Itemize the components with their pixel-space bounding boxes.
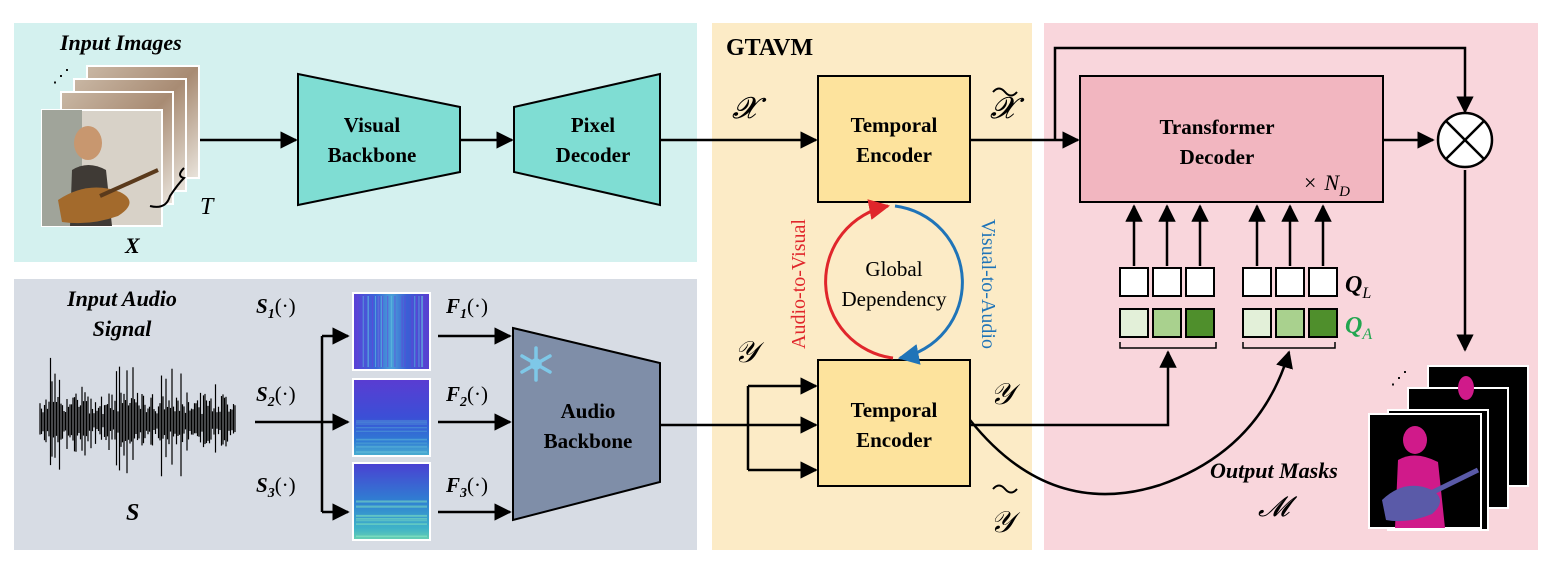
audio-title-1: Input Audio [66, 286, 177, 311]
audio-title-2: Signal [93, 316, 153, 341]
pixel-decoder-label: Pixel [571, 113, 615, 137]
query-tokens [1119, 204, 1338, 338]
s3-label: S3(·) [256, 473, 296, 501]
audio-to-visual-arc [824, 199, 894, 360]
global-dependency-label-2: Dependency [842, 287, 947, 311]
language-query-token [1242, 267, 1272, 297]
gtavm-title: GTAVM [726, 35, 813, 61]
audio-backbone-label: Audio [561, 399, 616, 423]
global-dependency-label: Global [865, 257, 922, 281]
language-query-token [1185, 267, 1215, 297]
decoder-flow-arrows [970, 46, 1474, 352]
audio-query-token [1185, 308, 1215, 338]
input-var-X: X [124, 233, 141, 258]
transformer-decoder-label-2: Decoder [1180, 145, 1255, 169]
temporal-encoder-bottom-label-2: Encoder [856, 428, 932, 452]
audio-query-token [1152, 308, 1182, 338]
svg-text:S3(·): S3(·) [256, 473, 296, 501]
visual-backbone-label: Visual [344, 113, 401, 137]
output-mask-stack [1368, 365, 1529, 531]
svg-text:F1(·): F1(·) [445, 294, 488, 322]
audio-to-visual-label: Audio-to-Visual [788, 219, 810, 349]
time-var-T: T [200, 194, 215, 220]
language-query-token [1152, 267, 1182, 297]
tilde-y [992, 484, 1018, 494]
audio-query-arrows [969, 350, 1293, 496]
svg-text:S1(·): S1(·) [256, 294, 296, 322]
f1-label: F1(·) [445, 294, 488, 322]
temporal-encoder-bottom: Temporal Encoder [817, 359, 971, 487]
svg-text:S2(·): S2(·) [256, 382, 296, 410]
transformer-decoder-label: Transformer [1159, 115, 1274, 139]
input-frame-stack [41, 65, 200, 227]
s1-label: S1(·) [256, 294, 296, 322]
visual-backbone-label-2: Backbone [328, 143, 417, 167]
mask-dots: ⋰ [1390, 368, 1408, 388]
audio-query-token [1275, 308, 1305, 338]
audio-query-token [1119, 308, 1149, 338]
audio-backbone-block: Audio Backbone [512, 326, 661, 522]
query-braces [1119, 342, 1336, 349]
svg-text:F2(·): F2(·) [445, 382, 488, 410]
q-l-label: QL [1345, 272, 1371, 302]
frames-dots: ⋰ [52, 66, 70, 86]
visual-to-audio-label: Visual-to-Audio [977, 219, 999, 349]
audio-backbone-label-2: Backbone [544, 429, 633, 453]
tilde-x [992, 87, 1018, 97]
temporal-encoder-top: Temporal Encoder [817, 75, 971, 203]
input-images-title: Input Images [59, 30, 182, 55]
q-a-label: QA [1345, 313, 1372, 343]
time-brace [149, 167, 186, 208]
audio-query-token [1308, 308, 1338, 338]
nd-label: ×ND [1304, 170, 1350, 200]
f3-label: F3(·) [445, 473, 488, 501]
multiply-operator-icon [1436, 111, 1494, 169]
temporal-encoder-bottom-label: Temporal [851, 398, 938, 422]
transformer-decoder-block: Transformer Decoder ×ND [1079, 75, 1384, 203]
snowflake-frozen-icon [520, 346, 552, 382]
spec-to-audio-arrows [438, 327, 512, 521]
audio-waveform [39, 357, 236, 477]
f2-label: F2(·) [445, 382, 488, 410]
temporal-encoder-top-label: Temporal [851, 113, 938, 137]
audio-query-token [1242, 308, 1272, 338]
pixel-decoder-label-2: Decoder [556, 143, 631, 167]
s2-label: S2(·) [256, 382, 296, 410]
audio-splitter [255, 327, 350, 521]
language-query-token [1308, 267, 1338, 297]
svg-text:F3(·): F3(·) [445, 473, 488, 501]
language-query-token [1275, 267, 1305, 297]
temporal-encoder-top-label-2: Encoder [856, 143, 932, 167]
visual-backbone-block: Visual Backbone [297, 72, 461, 207]
spectrogram-texture [356, 296, 427, 538]
pixel-decoder-block: Pixel Decoder [513, 72, 661, 207]
audio-var-S: S [126, 500, 139, 526]
audio-to-temporal-arrows [660, 377, 818, 479]
output-masks-title: Output Masks [1210, 458, 1338, 483]
language-query-token [1119, 267, 1149, 297]
spectrogram-2 [352, 378, 431, 457]
visual-to-audio-arc [894, 204, 964, 365]
